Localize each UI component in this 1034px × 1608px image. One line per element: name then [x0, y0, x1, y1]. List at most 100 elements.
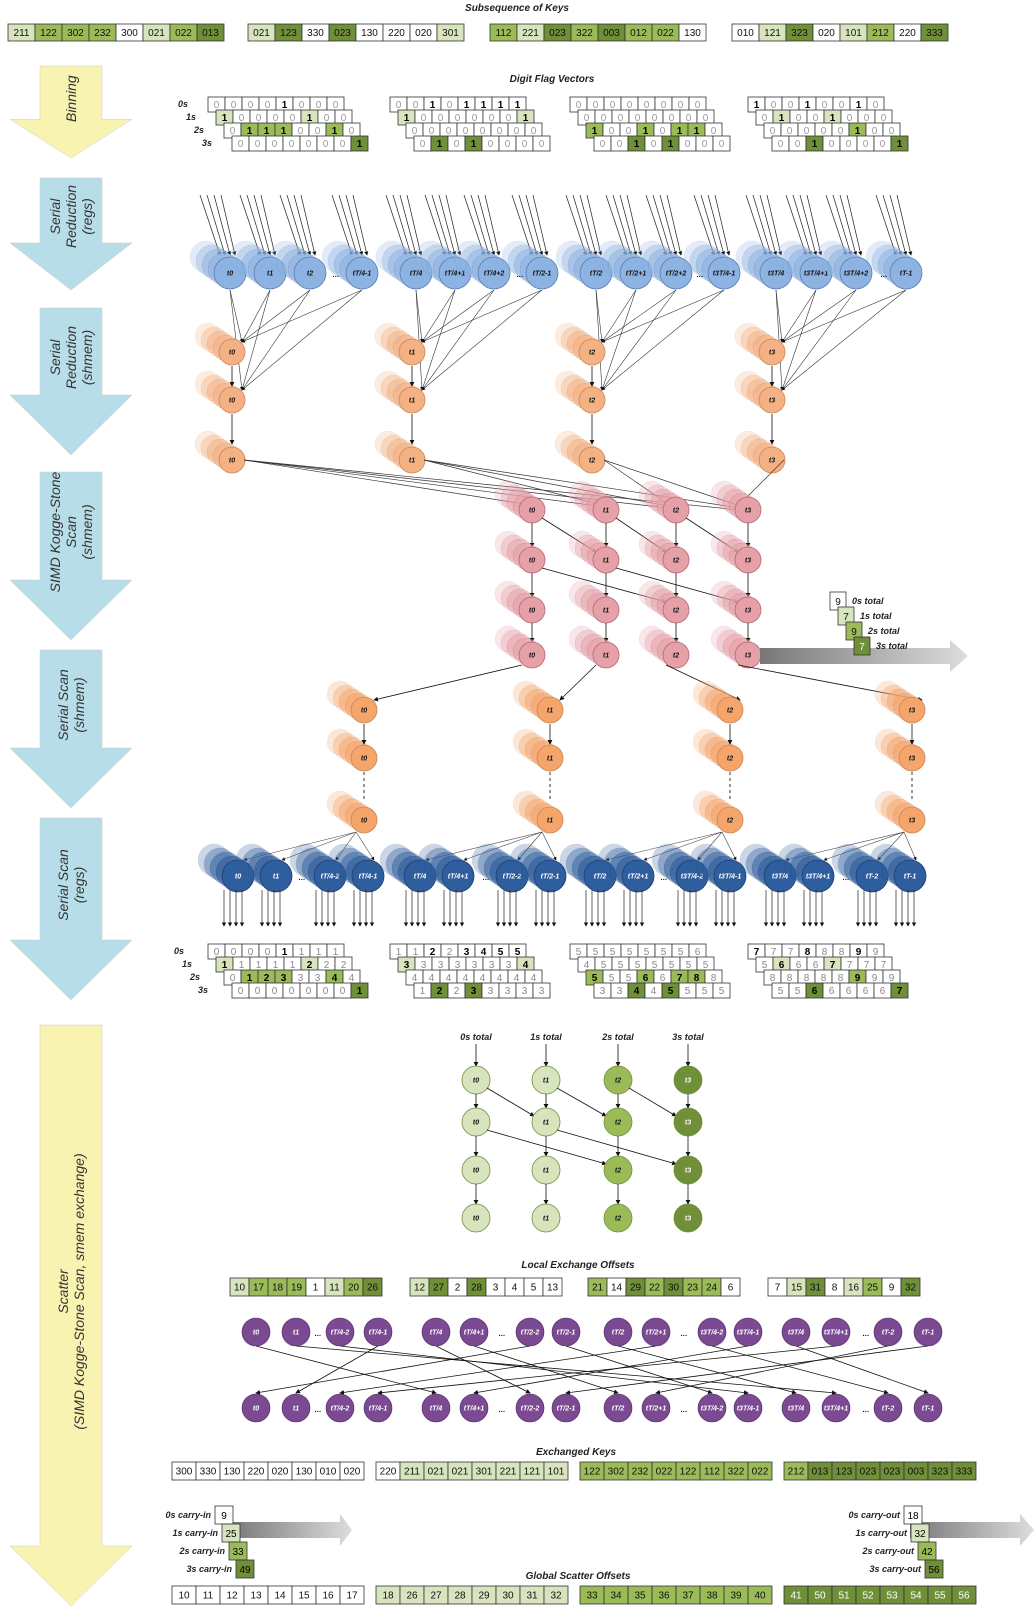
- cell-text: 003: [603, 28, 620, 39]
- cell-text: 28: [454, 1591, 466, 1602]
- node-label: t3: [909, 708, 915, 715]
- node-circle: [578, 338, 606, 366]
- cell: [747, 1585, 773, 1605]
- cell-text: 1: [523, 113, 529, 124]
- node-label: t3T/4-2: [681, 874, 704, 881]
- input-arrow: [626, 194, 643, 256]
- cell-text: 5: [661, 947, 667, 958]
- node-label: t0: [229, 458, 235, 465]
- ks-input-arrow: [423, 459, 599, 506]
- total-box: [853, 636, 871, 656]
- cell-text: 8: [822, 947, 828, 958]
- exchange-arrow: [711, 1345, 889, 1395]
- cell: [712, 135, 731, 152]
- cell-text: 14: [274, 1591, 286, 1602]
- input-arrow: [239, 194, 261, 256]
- stage-arrow-shape: [9, 817, 133, 1001]
- reduce-arrow: [241, 289, 311, 343]
- exchange-node-label: tT/2: [612, 1406, 625, 1413]
- cell: [920, 23, 949, 42]
- ellipsis: …: [333, 272, 340, 279]
- input-arrow: [438, 194, 457, 256]
- exchange-node: [421, 1393, 451, 1423]
- input-arrow: [565, 194, 587, 256]
- cell-text: 1: [247, 126, 253, 137]
- thread-node: t0: [189, 240, 247, 290]
- node-circle: [898, 806, 926, 834]
- cell: [436, 23, 465, 42]
- scan-shmem-node: t2: [692, 790, 744, 834]
- cell-text: 1: [464, 100, 470, 111]
- cell-text: 0: [289, 986, 295, 997]
- input-arrow: [525, 194, 544, 256]
- cell-text: 6: [695, 947, 701, 958]
- reduce-arrow: [415, 289, 424, 391]
- node-circle: [839, 256, 873, 290]
- input-arrow: [707, 194, 726, 256]
- exchange-node-label: tT-1: [922, 1406, 935, 1413]
- exchange-node-label: tT/4: [430, 1406, 443, 1413]
- cell-text: 4: [584, 960, 590, 971]
- ks-input-arrow: [243, 459, 599, 508]
- cell-text: 32: [550, 1591, 562, 1602]
- cell-text: 1: [247, 973, 253, 984]
- cell-text: 232: [94, 28, 111, 39]
- cell-text: 26: [367, 1283, 379, 1294]
- node-label: t2: [727, 756, 733, 763]
- node-circle: [898, 696, 926, 724]
- cell-text: 0: [231, 100, 237, 111]
- stage-label-line: Serial Scan: [55, 669, 71, 741]
- cell-text: 6: [779, 960, 785, 971]
- cell: [678, 23, 707, 42]
- cell-text: 7: [771, 947, 777, 958]
- cell-text: 31: [526, 1591, 538, 1602]
- node-label: t1: [603, 608, 609, 615]
- carry-in-label: 1s carry-in: [172, 1528, 218, 1538]
- node-circle: [398, 386, 426, 414]
- cell-text: 9: [873, 947, 879, 958]
- node-circle: [898, 744, 926, 772]
- exchange-node: [603, 1317, 633, 1347]
- cell-text: 130: [684, 28, 701, 39]
- node-label: tT/2: [590, 271, 603, 278]
- input-arrow: [511, 194, 533, 256]
- node-label: t3: [745, 558, 751, 565]
- ellipsis: …: [315, 1331, 322, 1338]
- scan-fanout-arrow: [463, 831, 543, 861]
- carry-out-label: 1s carry-out: [855, 1528, 908, 1538]
- input-arrow: [799, 194, 818, 256]
- cell-text: 1: [396, 947, 402, 958]
- input-arrow: [605, 194, 627, 256]
- cell-text: 0: [873, 100, 879, 111]
- cell-text: 323: [791, 28, 808, 39]
- cell-text: 8: [694, 973, 700, 984]
- stage-label: Serial Scan(shmem): [55, 669, 87, 741]
- row-label: 1s: [182, 959, 192, 969]
- node-label: t3: [745, 508, 751, 515]
- cell-text: 17: [253, 1283, 265, 1294]
- node-label: t3T/4+1: [804, 271, 828, 278]
- reduce-arrow: [421, 289, 543, 391]
- exchange-node: [363, 1317, 393, 1347]
- cell-text: 3: [315, 973, 321, 984]
- cell-text: 0: [505, 139, 511, 150]
- input-arrow: [693, 194, 715, 256]
- cell: [339, 1461, 365, 1481]
- cell-text: 13: [250, 1591, 262, 1602]
- cell-text: 212: [788, 1467, 805, 1478]
- flags-title: Digit Flag Vectors: [510, 74, 595, 85]
- scan-fanout-arrow: [541, 831, 557, 861]
- cell-text: 0: [584, 113, 590, 124]
- cell-text: 3: [617, 986, 623, 997]
- cell-text: 6: [660, 973, 666, 984]
- stage-arrow: Serial Scan(regs): [9, 817, 133, 1001]
- cell-text: 3: [421, 960, 427, 971]
- cell-text: 130: [224, 1467, 241, 1478]
- ks-diag-arrow: [615, 517, 667, 553]
- cell-text: 6: [812, 986, 818, 997]
- node-label: t3: [769, 350, 775, 357]
- carry-out-value: 42: [921, 1547, 933, 1558]
